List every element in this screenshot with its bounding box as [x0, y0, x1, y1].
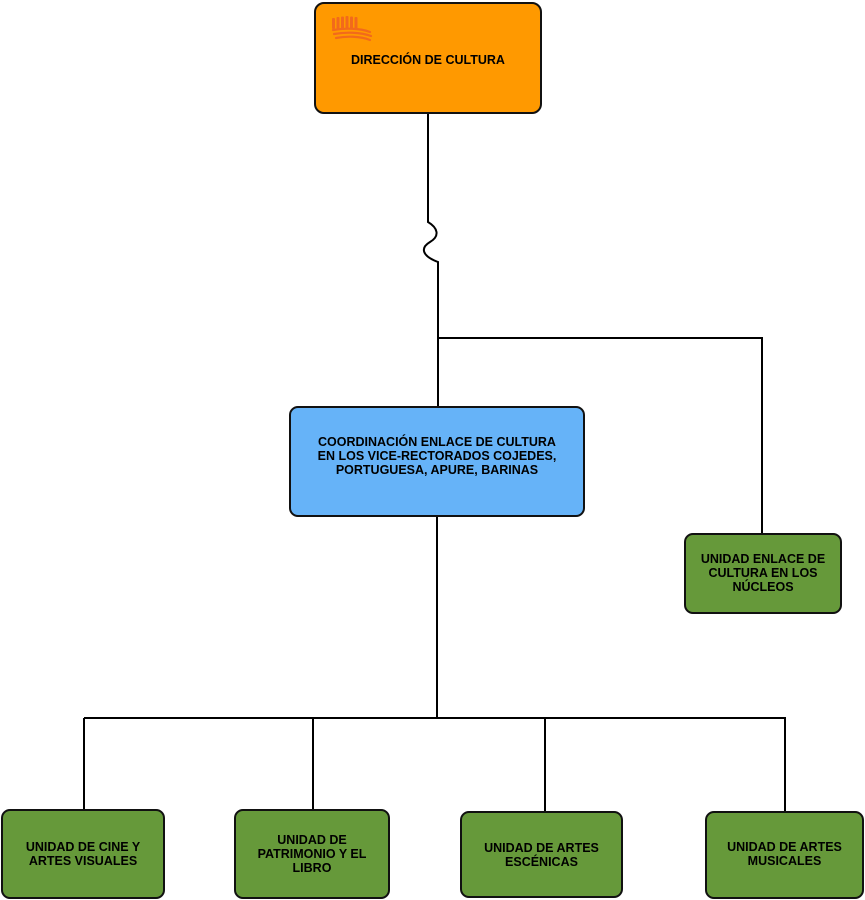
node-direccion-de-cultura: DIRECCIÓN DE CULTURA	[314, 2, 542, 114]
node-unidad-artes-escenicas: UNIDAD DE ARTES ESCÉNICAS	[460, 811, 623, 898]
node-unidad-cine-artes-visuales: UNIDAD DE CINE Y ARTES VISUALES	[1, 809, 165, 899]
connector-direccion-break	[422, 114, 439, 338]
node-label: DIRECCIÓN DE CULTURA	[351, 53, 505, 67]
connector-branch-nucleos	[438, 337, 763, 533]
node-label: UNIDAD DE ARTES ESCÉNICAS	[484, 840, 599, 869]
node-unidad-enlace-nucleos: UNIDAD ENLACE DE CULTURA EN LOS NÚCLEOS	[684, 533, 842, 614]
node-label: UNIDAD DE ARTES MUSICALES	[727, 840, 842, 868]
node-label: UNIDAD ENLACE DE CULTURA EN LOS NÚCLEOS	[700, 551, 826, 594]
node-unidad-artes-musicales: UNIDAD DE ARTES MUSICALES	[705, 811, 864, 899]
node-label: UNIDAD DE CINE Y ARTES VISUALES	[25, 840, 141, 868]
institution-logo-icon	[331, 16, 373, 42]
node-label: UNIDAD DE PATRIMONIO Y EL LIBRO	[257, 833, 367, 875]
node-unidad-patrimonio-libro: UNIDAD DE PATRIMONIO Y EL LIBRO	[234, 809, 390, 899]
node-label: COORDINACIÓN ENLACE DE CULTURA EN LOS VI…	[317, 434, 557, 477]
node-coordinacion-enlace-de-cultura: COORDINACIÓN ENLACE DE CULTURA EN LOS VI…	[289, 406, 585, 517]
